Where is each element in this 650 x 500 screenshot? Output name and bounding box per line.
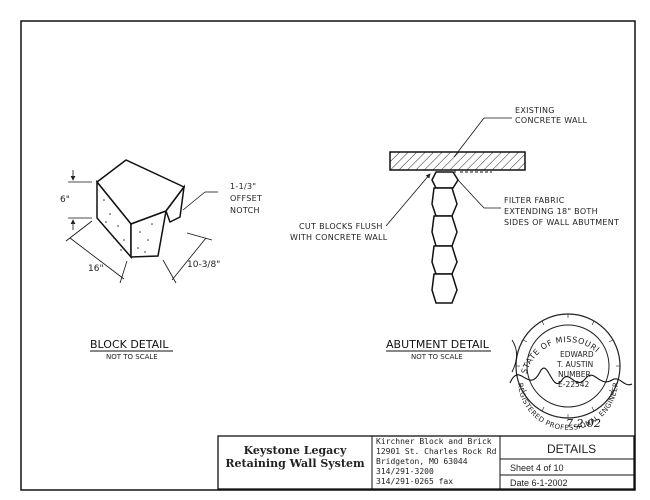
company-fax: 314/291-0265 fax <box>376 477 454 486</box>
company-phone: 314/291-3200 <box>376 467 434 476</box>
existing-wall-label-line1: EXISTING <box>515 106 555 115</box>
sheet-title: DETAILS <box>547 442 597 456</box>
seal-date: 7.2.02 <box>566 417 601 430</box>
sheet-border <box>20 20 636 491</box>
sheet-date: Date 6-1-2002 <box>510 478 568 488</box>
company-info: Kirchner Block and Brick 12901 St. Charl… <box>376 437 500 487</box>
dim-height-label: 6" <box>60 195 70 205</box>
abutment-detail-title: ABUTMENT DETAIL <box>386 338 490 351</box>
signature-scribble <box>509 367 633 386</box>
stacked-blocks <box>431 171 459 304</box>
cut-blocks-label-line1: CUT BLOCKS FLUSH <box>299 222 383 231</box>
existing-wall-label-line2: CONCRETE WALL <box>515 116 588 125</box>
seal-name-line2: T. AUSTIN <box>556 360 593 369</box>
seal-name-line1: EDWARD <box>560 350 594 359</box>
notch-label-line3: NOTCH <box>230 206 260 215</box>
block-detail-title: BLOCK DETAIL <box>90 338 169 351</box>
project-title: Keystone Legacy Retaining Wall System <box>218 444 372 470</box>
company-address2: Bridgeton, MO 63044 <box>376 457 468 466</box>
sheet-number: Sheet 4 of 10 <box>510 463 564 473</box>
project-title-line1: Keystone Legacy <box>243 444 347 457</box>
company-address1: 12901 St. Charles Rock Rd <box>376 447 497 456</box>
seal-name-line3: NUMBER <box>558 370 591 379</box>
notch-label-line1: 1-1/3" <box>230 182 256 191</box>
block-detail-dimensions <box>65 170 218 284</box>
company-name: Kirchner Block and Brick <box>376 437 492 446</box>
seal-name-line4: E-22542 <box>558 380 590 389</box>
abutment-leaders <box>385 117 512 227</box>
title-block-frame <box>217 435 635 490</box>
engineer-seal: STATE OF MISSOURI REGISTERED PROFESSIONA… <box>509 313 633 432</box>
cut-blocks-label-line2: WITH CONCRETE WALL <box>290 233 388 242</box>
existing-concrete-wall <box>389 151 526 171</box>
dim-depth-label: 10-3/8" <box>187 260 220 270</box>
dim-width-label: 16" <box>88 264 104 274</box>
project-title-line2: Retaining Wall System <box>225 457 365 470</box>
block-detail-drawing <box>95 159 186 260</box>
notch-label-line2: OFFSET <box>230 194 262 203</box>
abutment-detail-scale-note: NOT TO SCALE <box>411 353 463 361</box>
block-detail-scale-note: NOT TO SCALE <box>106 353 158 361</box>
filter-fabric-label-line3: SIDES OF WALL ABUTMENT <box>504 218 619 227</box>
filter-fabric-label-line1: FILTER FABRIC <box>504 196 565 205</box>
filter-fabric-label-line2: EXTENDING 18" BOTH <box>504 207 598 216</box>
